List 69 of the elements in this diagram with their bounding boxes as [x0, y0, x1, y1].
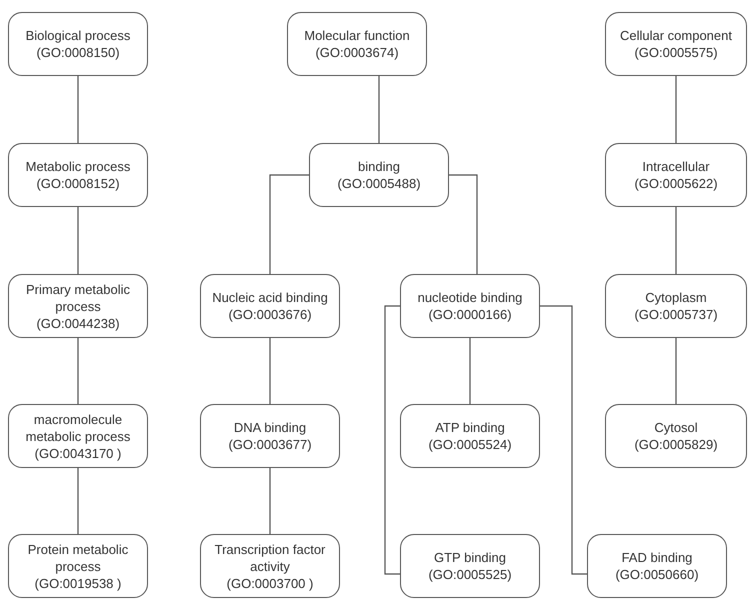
term-id: (GO:0005829)	[634, 436, 718, 453]
term-box	[8, 404, 148, 468]
term-id: (GO:0005622)	[634, 175, 718, 192]
connector-line	[540, 305, 587, 575]
term-name: Nucleic acid binding	[212, 289, 328, 306]
term-box	[287, 12, 427, 76]
connector-line	[269, 468, 271, 534]
term-id: (GO:0005524)	[428, 436, 512, 453]
term-box	[8, 274, 148, 338]
term-box	[200, 274, 340, 338]
term-id: (GO:0000166)	[428, 306, 512, 323]
connector-line	[269, 338, 271, 404]
term-box	[309, 143, 449, 207]
term-id: (GO:0043170 )	[34, 444, 122, 462]
term-name: nucleotide binding	[418, 289, 522, 306]
term-name: Intracellular	[642, 158, 710, 175]
term-name: Transcription factor activity	[214, 540, 326, 574]
connector-line	[384, 305, 400, 575]
term-id: (GO:0003700 )	[226, 574, 314, 592]
term-name: GTP binding	[434, 549, 506, 566]
term-name: Cytoplasm	[645, 289, 707, 306]
term-name: Biological process	[26, 27, 130, 44]
term-id: (GO:0050660)	[615, 566, 699, 583]
term-box	[400, 534, 540, 598]
term-name: Molecular function	[304, 27, 410, 44]
term-id: (GO:0005488)	[337, 175, 421, 192]
term-name: Primary metabolic process	[24, 280, 132, 314]
term-name: macromolecule metabolic process	[24, 410, 132, 444]
term-id: (GO:0005737)	[634, 306, 718, 323]
term-id: (GO:0008150)	[36, 44, 120, 61]
term-box	[200, 404, 340, 468]
term-box	[200, 534, 340, 598]
term-id: (GO:0005575)	[634, 44, 718, 61]
term-id: (GO:0044238)	[36, 314, 120, 332]
term-box	[605, 143, 747, 207]
term-box	[8, 12, 148, 76]
term-name: DNA binding	[234, 419, 306, 436]
connector-line	[378, 76, 380, 143]
connector-line	[675, 76, 677, 143]
term-id: (GO:0003674)	[315, 44, 399, 61]
connector-line	[77, 207, 79, 274]
term-name: Metabolic process	[26, 158, 130, 175]
term-box	[400, 404, 540, 468]
term-box	[605, 274, 747, 338]
term-name: Protein metabolic process	[26, 540, 130, 574]
term-box	[8, 143, 148, 207]
connector-line	[449, 174, 478, 274]
term-name: binding	[358, 158, 400, 175]
connector-line	[675, 338, 677, 404]
term-box	[587, 534, 727, 598]
term-name: Cellular component	[620, 27, 732, 44]
term-name: ATP binding	[435, 419, 505, 436]
term-box	[400, 274, 540, 338]
term-id: (GO:0003676)	[228, 306, 312, 323]
term-id: (GO:0008152)	[36, 175, 120, 192]
connector-line	[675, 207, 677, 274]
term-box	[605, 12, 747, 76]
term-box	[605, 404, 747, 468]
term-name: Cytosol	[654, 419, 698, 436]
term-id: (GO:0019538 )	[34, 574, 122, 592]
term-id: (GO:0005525)	[428, 566, 512, 583]
connector-line	[77, 76, 79, 143]
connector-line	[269, 174, 309, 274]
term-box	[8, 534, 148, 598]
connector-line	[77, 468, 79, 534]
connector-line	[77, 338, 79, 404]
term-name: FAD binding	[622, 549, 692, 566]
connector-line	[469, 338, 471, 404]
term-id: (GO:0003677)	[228, 436, 312, 453]
